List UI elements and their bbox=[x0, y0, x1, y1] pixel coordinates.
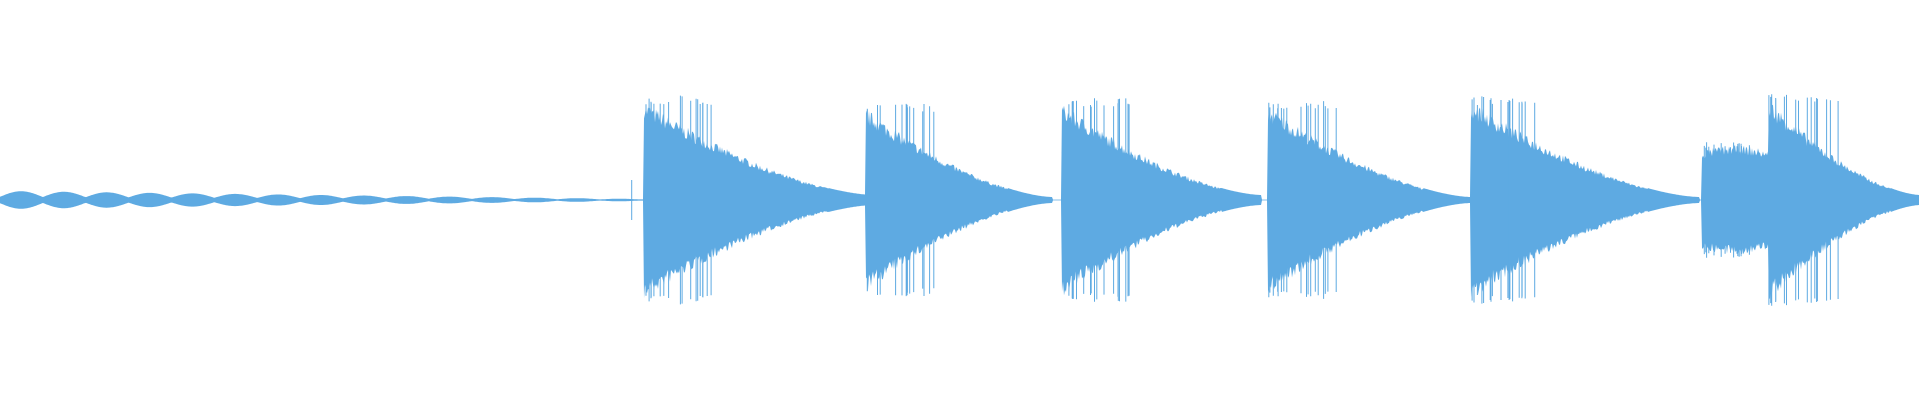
waveform-envelope bbox=[0, 104, 1919, 300]
waveform-transients bbox=[631, 94, 1839, 306]
